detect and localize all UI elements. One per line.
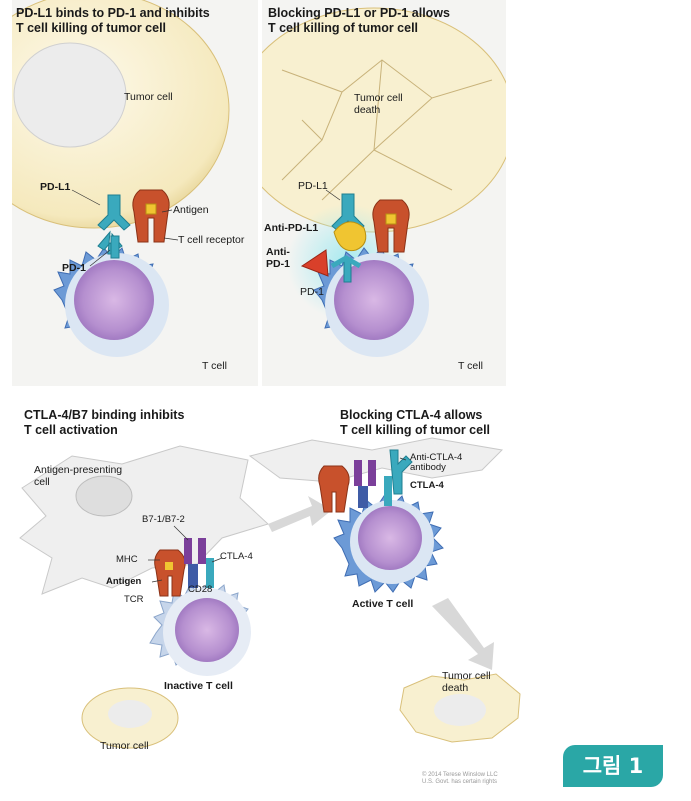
ctla4-left-title-line1: CTLA-4/B7 binding inhibits <box>24 408 185 422</box>
active-t-cell-label: Active T cell <box>352 598 414 610</box>
anti-pd-l1-antibody <box>333 221 367 252</box>
panel-pdl1-binding: PD-L1 binds to PD-1 and inhibits T cell … <box>12 0 258 386</box>
ctla4-left-title-line2: T cell activation <box>24 423 118 437</box>
ctla4-label-left: CTLA-4 <box>220 551 253 562</box>
tumor-cell-death-line2: death <box>354 104 381 116</box>
antigen-shape <box>145 203 157 215</box>
b7-ligand <box>184 538 192 564</box>
panel3-illustration <box>19 437 521 749</box>
anti-pd-1-label-line2: PD-1 <box>266 258 290 270</box>
antigen-label: Antigen <box>173 204 209 216</box>
t-cell-nucleus <box>74 260 154 340</box>
panel-ctla4: CTLA-4/B7 binding inhibits T cell activa… <box>12 398 532 794</box>
pd-l1-receptor <box>97 194 131 231</box>
arrow-to-tumor-death <box>432 598 494 670</box>
anti-ctla4-antibody <box>389 449 413 495</box>
t-cell-label: T cell <box>458 360 483 372</box>
antigen-label: Antigen <box>106 576 142 587</box>
panel1-illustration <box>12 0 230 357</box>
t-cell-receptor <box>372 199 410 253</box>
anti-pd-1-antibody <box>300 249 329 277</box>
anti-ctla4-label-line1: Anti-CTLA-4 <box>410 452 463 463</box>
apc-label-line2: cell <box>34 476 50 488</box>
pd-l1-label: PD-L1 <box>40 181 71 193</box>
tumor-cell-death-line1: Tumor cell <box>354 92 403 104</box>
ctla4-right-title-line1: Blocking CTLA-4 allows <box>340 408 483 422</box>
dying-tumor-cell <box>262 7 506 233</box>
pd-1-label: PD-1 <box>300 286 324 298</box>
panel1-title-line2: T cell killing of tumor cell <box>16 21 167 35</box>
ctla4-right-title-line2: T cell killing of tumor cell <box>340 423 491 437</box>
anti-pd-l1-label: Anti-PD-L1 <box>264 222 319 234</box>
cd28-receptor <box>188 564 198 588</box>
tcr-label: TCR <box>124 594 144 605</box>
panel2-title-line1: Blocking PD-L1 or PD-1 allows <box>268 6 450 20</box>
panel-blocking-pdl1: Blocking PD-L1 or PD-1 allows T cell kil… <box>262 0 506 386</box>
cd28-label: CD28 <box>188 584 213 595</box>
tumor-death-label-line1: Tumor cell <box>442 670 491 682</box>
copyright-line2: U.S. Govt. has certain rights <box>422 779 498 785</box>
tumor-cell-label: Tumor cell <box>124 91 173 103</box>
anti-ctla4-label-line2: antibody <box>410 462 446 473</box>
pd-1-label: PD-1 <box>62 262 86 274</box>
mhc-tcr-complex <box>154 549 186 597</box>
copyright-line1: © 2014 Terese Winslow LLC <box>422 772 498 778</box>
panel1-title-line1: PD-L1 binds to PD-1 and inhibits <box>16 6 210 20</box>
ctla4-receptor-left <box>206 558 214 588</box>
panel2-illustration <box>262 7 506 357</box>
tumor-nucleus <box>13 42 127 148</box>
anti-pd-1-label-line1: Anti- <box>266 246 290 258</box>
arrow-to-active <box>268 496 332 532</box>
panel2-title-line2: T cell killing of tumor cell <box>268 21 419 35</box>
t-cell-receptor <box>132 189 170 243</box>
b7-label: B7-1/B7-2 <box>142 514 185 525</box>
t-cell-label: T cell <box>202 360 227 372</box>
inactive-t-cell-label: Inactive T cell <box>164 680 233 692</box>
figure-badge: 그림 1 <box>563 745 663 787</box>
apc-label-line1: Antigen-presenting <box>34 464 123 476</box>
pd-l1-label: PD-L1 <box>298 180 328 192</box>
tumor-death-label-line2: death <box>442 682 469 694</box>
tumor-cell-label-bottom: Tumor cell <box>100 740 149 752</box>
mhc-label: MHC <box>116 554 138 565</box>
ctla4-label-right: CTLA-4 <box>410 480 444 491</box>
t-cell-receptor-label: T cell receptor <box>178 234 245 246</box>
